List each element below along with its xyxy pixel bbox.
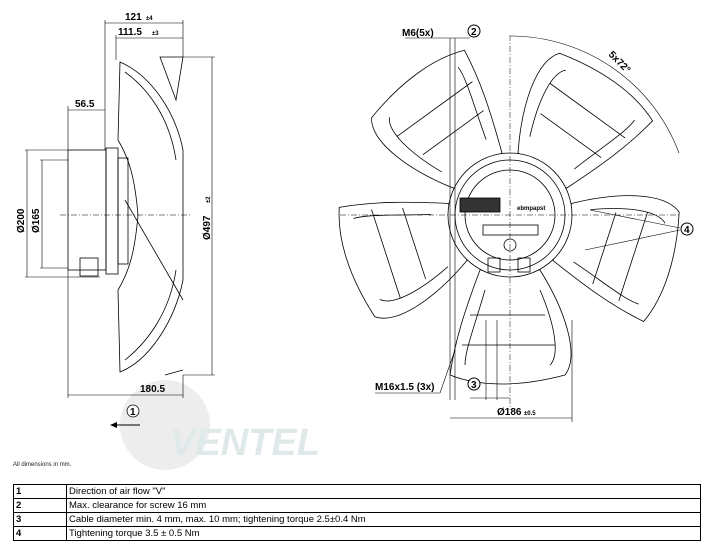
svg-text:2: 2	[471, 27, 477, 38]
dim-111-5: 111.5	[118, 27, 142, 38]
dim-121: 121	[125, 12, 142, 23]
dim-56-5: 56.5	[75, 99, 95, 110]
dim-165: Ø165	[31, 208, 42, 233]
svg-text:4: 4	[684, 225, 690, 236]
m6-label: M6(5x)	[402, 28, 434, 39]
callout-2: 2	[467, 24, 481, 38]
brand-logo: ebmpapst	[517, 206, 545, 212]
callout-3: 3	[467, 377, 481, 391]
dim-497: Ø497	[202, 215, 213, 240]
tol-186: ±0.5	[524, 411, 536, 417]
svg-text:3: 3	[471, 380, 477, 391]
svg-text:VENTEL: VENTEL	[170, 422, 320, 464]
tol-121: ±4	[146, 16, 153, 22]
fan-blade	[552, 195, 680, 323]
airflow-arrow: 1	[110, 404, 140, 428]
fan-blade	[517, 52, 654, 189]
ventel-watermark: VENTEL	[120, 380, 320, 470]
units-note: All dimensions in mm.	[13, 462, 72, 468]
fan-blade	[338, 201, 468, 319]
dim-186: Ø186	[497, 407, 522, 418]
side-view	[25, 20, 215, 398]
tol-497: ±2	[206, 196, 212, 203]
dim-200: Ø200	[16, 208, 27, 233]
fan-blade	[449, 269, 572, 385]
dim-180-5: 180.5	[140, 384, 165, 395]
callout-4: 4	[680, 222, 694, 236]
technical-drawing: VENTEL 121 ±4 111.5 ±3 56.5 180.5 Ø200 Ø…	[16, 12, 694, 470]
front-view	[338, 35, 681, 422]
m16-label: M16x1.5 (3x)	[375, 382, 434, 393]
svg-text:1: 1	[130, 407, 136, 418]
angle-label: 5x72°	[606, 49, 632, 75]
fan-blade	[371, 49, 503, 189]
tol-111-5: ±3	[152, 31, 159, 37]
